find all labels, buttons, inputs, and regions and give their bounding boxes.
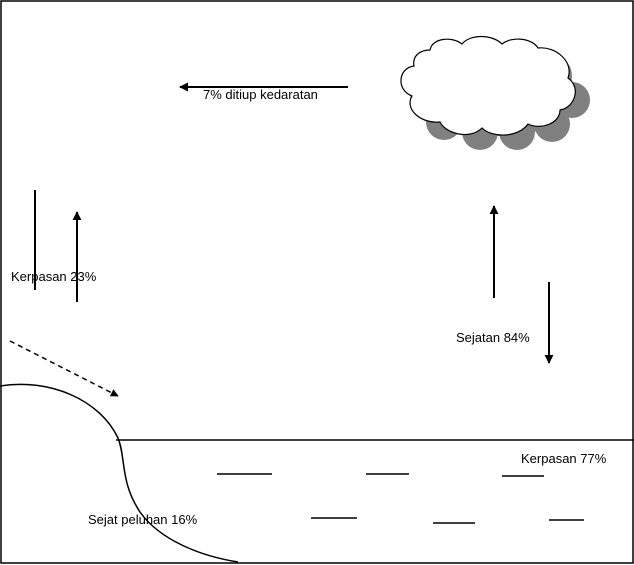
runoff-arrow [9, 340, 119, 397]
land-precipitation-label: Kerpasan 23% [11, 269, 97, 284]
evapotranspiration-label: Sejat peluhan 16% [88, 512, 198, 527]
cloud-icon [400, 35, 590, 150]
land-curve [0, 383, 239, 563]
water-waves [217, 473, 584, 524]
wind-label: 7% ditiup kedaratan [203, 87, 318, 102]
evaporation-label: Sejatan 84% [456, 330, 530, 345]
cloud-body [400, 35, 576, 136]
sea-precipitation-label: Kerpasan 77% [521, 451, 607, 466]
